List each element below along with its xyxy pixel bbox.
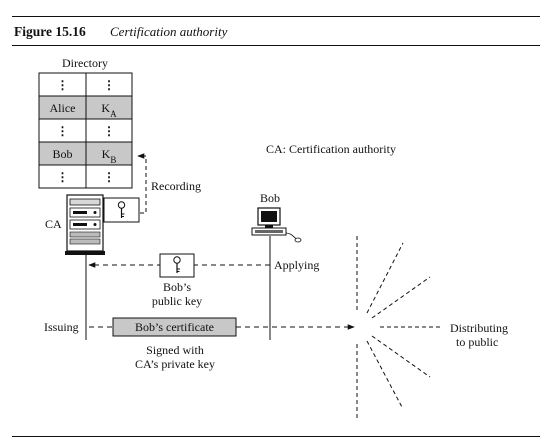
bob-label: Bob — [260, 191, 280, 205]
issuing-label: Issuing — [44, 320, 79, 334]
applying-label-bg — [272, 257, 324, 272]
directory-name: Alice — [50, 101, 76, 115]
figure-number: Figure 15.16 — [14, 24, 86, 39]
directory-name: ⋮ — [57, 124, 69, 138]
ca-server-icon — [65, 194, 105, 255]
directory-name: ⋮ — [57, 170, 69, 184]
bobs-public-key-label-1: Bob’s — [163, 280, 191, 294]
recording-label: Recording — [151, 179, 201, 193]
ca-label: CA — [45, 217, 62, 231]
bobs-public-key-label-2: public key — [152, 294, 202, 308]
directory-cell — [85, 164, 133, 189]
distributing-label-1: Distributing — [450, 321, 508, 335]
directory-name: ⋮ — [57, 78, 69, 92]
bob-computer-icon — [251, 207, 302, 243]
ca-legend: CA: Certification authority — [266, 142, 396, 156]
bobs-certificate-label: Bob’s certificate — [135, 320, 214, 334]
recording-arrow — [137, 153, 147, 214]
bobs-public-key-box — [159, 253, 195, 278]
directory-key: ⋮ — [103, 78, 115, 92]
applying-label: Applying — [274, 258, 319, 272]
directory-key: ⋮ — [103, 124, 115, 138]
signed-label-1: Signed with — [146, 343, 204, 357]
distribution-burst — [356, 236, 440, 418]
key-icon — [173, 256, 181, 273]
directory-key: ⋮ — [103, 170, 115, 184]
ca-key-box — [103, 197, 140, 223]
figure-title: Certification authority — [110, 24, 228, 39]
signed-label-2: CA’s private key — [135, 357, 215, 371]
directory-title: Directory — [62, 56, 108, 70]
distributing-label-2: to public — [456, 335, 498, 349]
directory-name: Bob — [52, 147, 72, 161]
key-icon — [117, 201, 126, 218]
